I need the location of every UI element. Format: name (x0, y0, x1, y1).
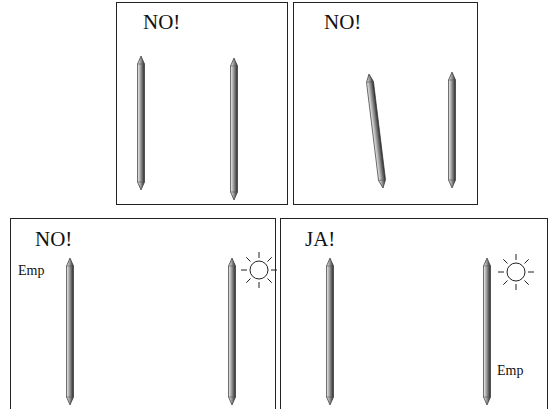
panel-frame: NO! (293, 2, 478, 205)
sun-symbol (241, 252, 277, 288)
rod (327, 258, 334, 405)
panel-verdict: NO! (324, 12, 361, 33)
rod (229, 258, 236, 405)
panel-frame: NO! (116, 2, 288, 205)
rod (231, 58, 238, 200)
panel-verdict: NO! (143, 12, 180, 33)
rod (366, 74, 387, 189)
rod (138, 56, 145, 190)
panel-frame: JA! Emp (280, 218, 548, 409)
sun-symbol (498, 254, 534, 290)
rod (484, 258, 491, 405)
panel-verdict: NO! (35, 229, 72, 250)
rod (449, 72, 456, 188)
rod (67, 258, 74, 405)
panel-verdict: JA! (305, 229, 335, 250)
panel-frame: NO! Emp (10, 218, 276, 409)
emp-label: Emp (18, 264, 44, 278)
emp-label: Emp (497, 364, 523, 378)
